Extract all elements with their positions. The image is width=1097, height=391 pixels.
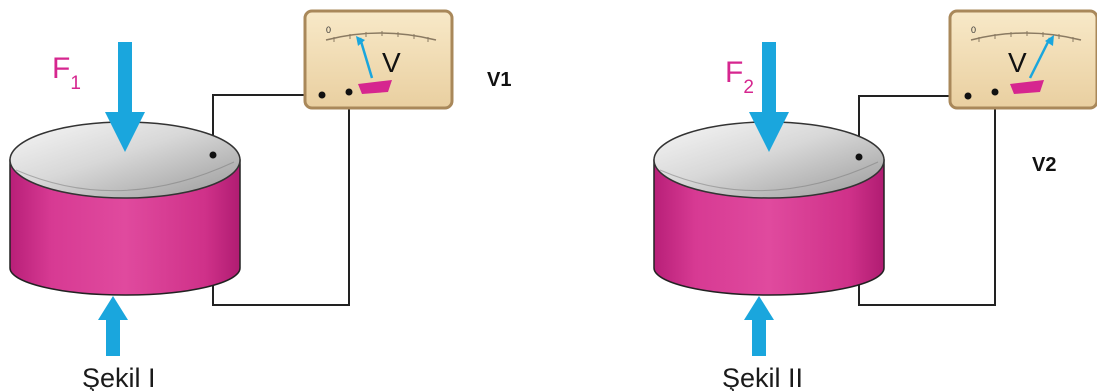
force-arrow-down-2	[749, 42, 789, 152]
force-label-1: F1	[52, 52, 81, 94]
caption-figure-2: Şekil II	[722, 363, 803, 391]
force-subscript-2: 2	[743, 77, 754, 98]
reaction-arrow-up-1	[98, 296, 128, 356]
force-arrow-down-1	[105, 42, 145, 152]
meter-zero-1: 0	[326, 25, 331, 35]
voltmeter-label-2: V2	[1032, 154, 1056, 176]
voltmeter-label-1: V1	[487, 69, 511, 91]
meter-symbol-2: V	[1008, 47, 1027, 78]
terminal-right-2	[991, 88, 999, 96]
force-letter-1: F	[52, 52, 70, 85]
terminal-left-1	[318, 91, 326, 99]
cylinder-1	[9, 121, 241, 296]
meter-scale-1	[325, 32, 437, 41]
terminal-right-1	[345, 88, 353, 96]
contact-point-1	[209, 151, 217, 159]
meter-pivot-1	[358, 80, 392, 94]
meter-scale-2	[970, 32, 1082, 41]
force-label-2: F2	[725, 56, 754, 98]
contact-point-2	[855, 153, 863, 161]
voltmeter-2: 0 V	[948, 9, 1097, 110]
figure-1: F1 0 V V1 Şekil I	[9, 9, 511, 391]
meter-symbol-1: V	[382, 47, 401, 78]
terminal-left-2	[964, 92, 972, 100]
meter-pivot-2	[1010, 80, 1044, 94]
cylinder-2	[653, 121, 885, 296]
meter-zero-2: 0	[971, 25, 976, 35]
force-letter-2: F	[725, 56, 743, 89]
meter-needle-1	[358, 37, 374, 79]
force-subscript-1: 1	[70, 73, 81, 94]
reaction-arrow-up-2	[744, 296, 774, 356]
caption-figure-1: Şekil I	[82, 363, 156, 391]
voltmeter-1: 0 V	[303, 9, 454, 110]
figure-2: F2 0 V V2 Şekil II	[653, 9, 1097, 391]
meter-needle-2	[1028, 37, 1052, 79]
